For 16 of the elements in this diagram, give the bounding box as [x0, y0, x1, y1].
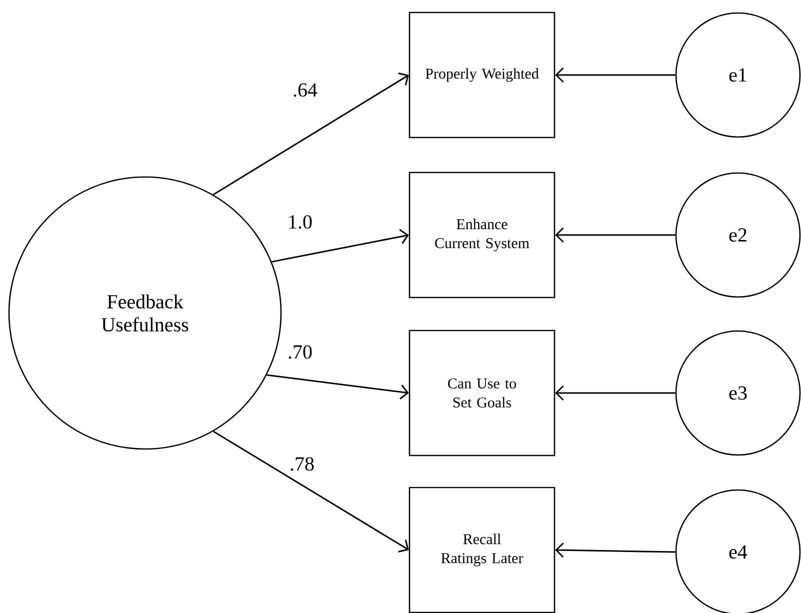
edge-label: .64	[292, 82, 318, 98]
arrow	[212, 72, 409, 196]
indicator-box: Enhance Current System	[408, 172, 556, 298]
arrow	[555, 227, 676, 243]
edge-label: 1.0	[286, 214, 314, 230]
indicator-box: Recall Ratings Later	[408, 486, 556, 613]
indicator-box: Can Use to Set Goals	[408, 330, 556, 456]
arrow	[555, 385, 676, 401]
arrow	[266, 374, 409, 400]
arrow	[555, 542, 676, 558]
edge-label: .70	[286, 344, 314, 360]
indicator-box: Properly Weighted	[408, 12, 556, 138]
arrow	[212, 430, 409, 553]
arrow	[555, 67, 676, 83]
arrow	[272, 229, 409, 263]
edge-label: .78	[288, 456, 316, 472]
